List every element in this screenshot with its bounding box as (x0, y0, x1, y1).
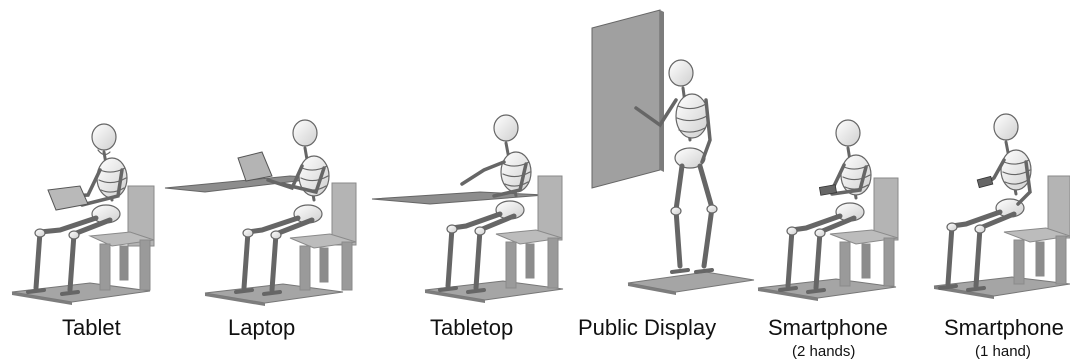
panel-smartphone-2-hands (758, 120, 898, 301)
smartphone-device (977, 176, 993, 187)
label-tabletop: Tabletop (430, 315, 513, 341)
chair (290, 183, 356, 290)
label-smartphone-1-hand: Smartphone (944, 315, 1064, 341)
panel-tabletop (372, 115, 563, 303)
skull (494, 115, 518, 141)
wall-display (592, 10, 660, 188)
skeleton (440, 115, 531, 292)
skeleton (236, 120, 329, 294)
label-public-display: Public Display (578, 315, 716, 341)
skull (669, 60, 693, 86)
panel-tablet (12, 124, 154, 305)
sublabel-smartphone-1-hand: (1 hand) (975, 343, 1031, 360)
skull (994, 114, 1018, 140)
skull (293, 120, 317, 146)
panel-laptop (165, 120, 356, 306)
skull (836, 120, 860, 146)
label-smartphone-2-hands: Smartphone (768, 315, 888, 341)
sublabel-smartphone-2-hands: (2 hands) (792, 343, 855, 360)
table-surface (372, 192, 545, 204)
panel-public-display (592, 10, 754, 295)
label-tablet: Tablet (62, 315, 121, 341)
label-laptop: Laptop (228, 315, 295, 341)
chair (1004, 176, 1070, 284)
skeleton (780, 120, 871, 292)
skeleton (28, 124, 127, 294)
skull (92, 124, 116, 150)
laptop-screen (238, 152, 272, 181)
panel-smartphone-1-hand (934, 114, 1070, 299)
